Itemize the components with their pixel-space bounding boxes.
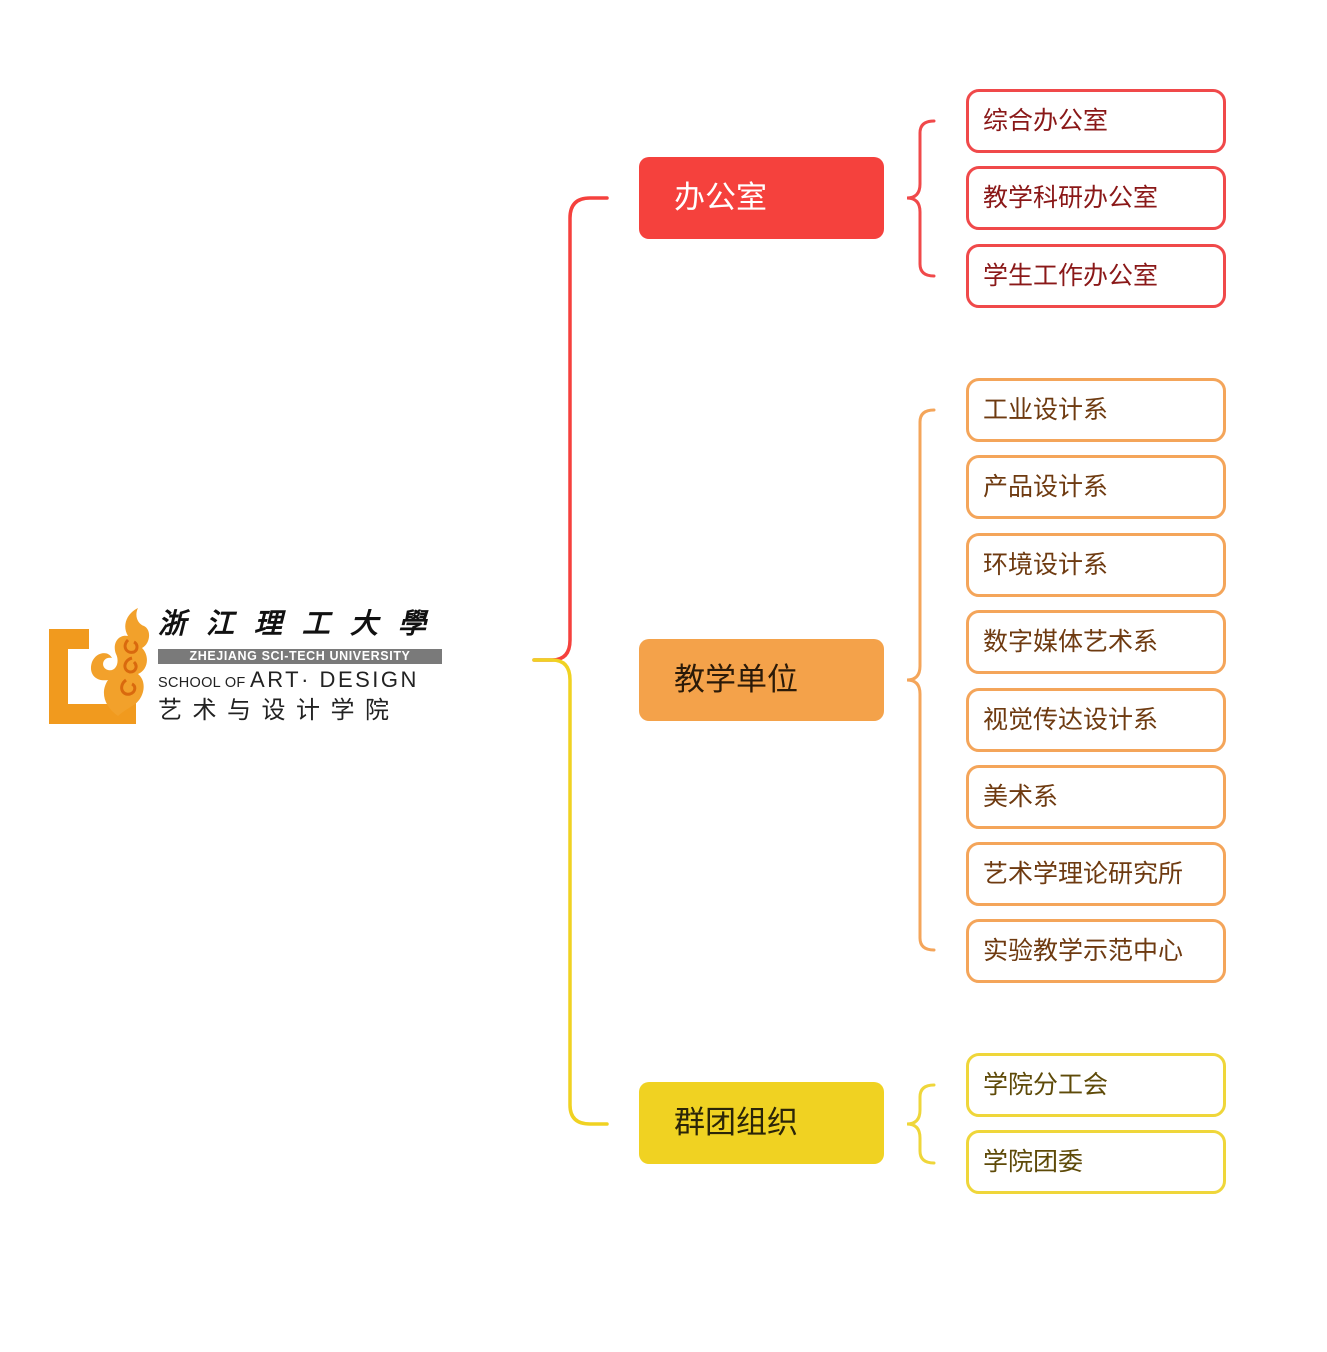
leaf-teaching-research-office: 教学科研办公室 — [966, 166, 1226, 230]
leaf-youth-league: 学院团委 — [966, 1130, 1226, 1194]
leaf-trade-union: 学院分工会 — [966, 1053, 1226, 1117]
university-cn-name: 浙江理工大學 — [158, 607, 447, 640]
category-office: 办公室 — [639, 157, 884, 239]
school-logo: 浙江理工大學 ZHEJIANG SCI-TECH UNIVERSITY SCHO… — [46, 596, 446, 732]
leaf-visual-communication: 视觉传达设计系 — [966, 688, 1226, 752]
leaf-fine-arts: 美术系 — [966, 765, 1226, 829]
cloud-emblem-icon — [49, 608, 150, 724]
leaf-art-theory-institute: 艺术学理论研究所 — [966, 842, 1226, 906]
school-en-prefix: SCHOOL OF — [158, 675, 246, 691]
leaf-product-design: 产品设计系 — [966, 455, 1226, 519]
university-en-name: ZHEJIANG SCI-TECH UNIVERSITY — [158, 649, 442, 664]
leaf-digital-media-art: 数字媒体艺术系 — [966, 610, 1226, 674]
connector-groups — [532, 658, 609, 1126]
leaf-industrial-design: 工业设计系 — [966, 378, 1226, 442]
school-cn-name: 艺术与设计学院 — [158, 696, 400, 724]
brace-teaching — [906, 408, 936, 952]
leaf-experimental-teaching-center: 实验教学示范中心 — [966, 919, 1226, 983]
connector-office — [532, 196, 609, 662]
category-mass-organizations: 群团组织 — [639, 1082, 884, 1164]
brace-office — [906, 119, 936, 278]
leaf-environmental-design: 环境设计系 — [966, 533, 1226, 597]
leaf-general-office: 综合办公室 — [966, 89, 1226, 153]
school-en-name: SCHOOL OF ART· DESIGN — [158, 667, 448, 696]
brace-groups — [906, 1083, 936, 1165]
school-en-main: ART· DESIGN — [250, 667, 419, 692]
category-teaching-units: 教学单位 — [639, 639, 884, 721]
leaf-student-affairs-office: 学生工作办公室 — [966, 244, 1226, 308]
